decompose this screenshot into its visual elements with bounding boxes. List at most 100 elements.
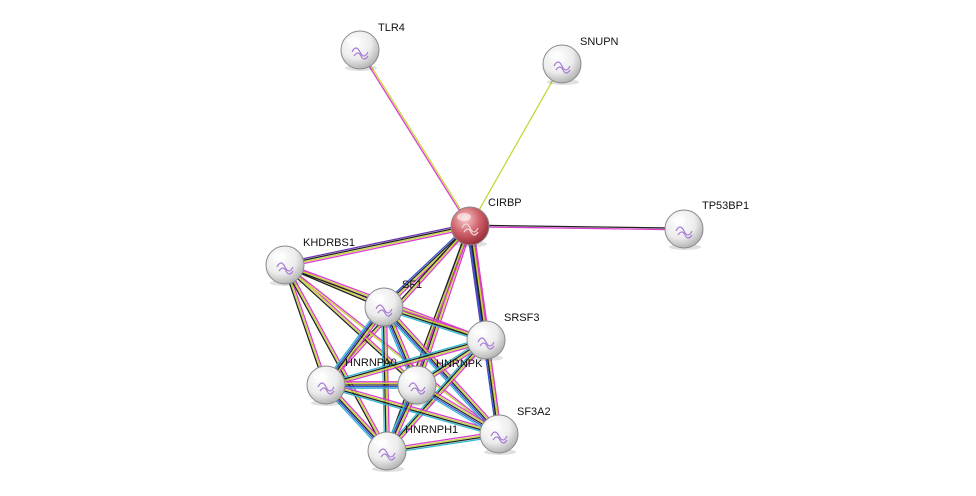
protein-structure-icon <box>375 304 393 317</box>
node-highlight <box>671 216 685 224</box>
edge-strand <box>385 306 391 451</box>
node-sphere <box>265 245 305 285</box>
node-highlight <box>404 372 418 380</box>
node-label-cirbp: CIRBP <box>488 197 522 209</box>
node-label-khdrbs1: KHDRBS1 <box>303 237 355 249</box>
edge-strand <box>283 265 387 453</box>
edge-strand <box>285 227 471 268</box>
node-highlight <box>347 37 361 45</box>
node-sphere <box>466 320 506 360</box>
edge-strand <box>384 306 389 451</box>
node-cirbp[interactable]: CIRBP <box>450 197 522 247</box>
node-label-hnrnpk: HNRNPK <box>436 358 483 370</box>
edge-strand <box>285 226 471 267</box>
edge-strand <box>325 338 486 385</box>
protein-structure-icon <box>378 448 396 461</box>
node-sf1[interactable]: SF1 <box>364 279 422 328</box>
edge-strand <box>284 223 470 264</box>
edge-strand <box>387 340 488 452</box>
node-sphere <box>450 206 490 246</box>
edge-layer <box>282 49 685 455</box>
protein-structure-icon <box>477 337 495 350</box>
edge-strand <box>326 382 500 433</box>
edge-strand <box>326 341 487 388</box>
node-sphere <box>367 431 407 471</box>
edge-strand <box>469 226 684 231</box>
protein-structure-icon <box>490 431 508 444</box>
edge-khdrbs1-hnrnph1[interactable] <box>283 263 389 453</box>
edge-strand <box>380 307 386 452</box>
node-hnrnpk[interactable]: HNRNPK <box>397 358 483 406</box>
edge-strand <box>326 383 500 434</box>
edge-strand <box>385 227 473 310</box>
edge-strand <box>325 385 499 436</box>
node-tlr4[interactable]: TLR4 <box>340 22 405 71</box>
node-label-snupn: SNUPN <box>580 36 619 48</box>
node-label-hnrnph1: HNRNPH1 <box>405 424 458 436</box>
protein-structure-icon <box>317 382 335 395</box>
edge-cirbp-khdrbs1[interactable] <box>284 223 471 268</box>
edge-cirbp-tlr4[interactable] <box>358 49 472 227</box>
node-sphere <box>364 287 404 327</box>
edge-strand <box>282 265 326 386</box>
node-khdrbs1[interactable]: KHDRBS1 <box>265 237 355 286</box>
edge-strand <box>384 225 470 451</box>
node-label-sf1: SF1 <box>402 279 422 291</box>
edge-strand <box>285 263 500 434</box>
edge-strand <box>326 340 487 387</box>
edge-khdrbs1-sf3a2[interactable] <box>284 263 500 436</box>
edge-strand <box>381 308 498 437</box>
node-label-sf3a2: SF3A2 <box>517 406 551 418</box>
edge-strand <box>285 263 389 451</box>
protein-structure-icon <box>408 382 426 395</box>
node-label-hnrnpa0: HNRNPA0 <box>345 357 397 369</box>
edge-strand <box>360 49 472 226</box>
node-label-tp53bp1: TP53BP1 <box>702 200 749 212</box>
edge-cirbp-sf1[interactable] <box>381 223 473 310</box>
edge-strand <box>284 224 470 265</box>
node-sf3a2[interactable]: SF3A2 <box>479 406 551 455</box>
node-sphere <box>340 30 380 70</box>
node-sphere <box>397 365 437 405</box>
edge-strand <box>381 223 469 306</box>
node-label-srsf3: SRSF3 <box>504 312 539 324</box>
edge-hnrnpa0-sf3a2[interactable] <box>325 382 500 437</box>
edge-strand <box>470 224 685 229</box>
edge-cirbp-tp53bp1[interactable] <box>469 224 685 231</box>
node-label-tlr4: TLR4 <box>378 22 405 34</box>
node-highlight <box>486 421 500 429</box>
node-highlight <box>457 213 471 221</box>
protein-structure-icon <box>675 226 693 239</box>
edge-strand <box>284 265 499 436</box>
protein-structure-icon <box>553 61 571 74</box>
node-hnrnpa0[interactable]: HNRNPA0 <box>306 357 397 406</box>
edge-strand <box>325 386 499 437</box>
node-hnrnph1[interactable]: HNRNPH1 <box>367 424 458 472</box>
node-sphere <box>664 209 704 249</box>
protein-structure-icon <box>461 223 479 236</box>
edge-sf1-hnrnph1[interactable] <box>380 306 391 452</box>
node-highlight <box>374 438 388 446</box>
protein-structure-icon <box>276 262 294 275</box>
edge-cirbp-snupn[interactable] <box>469 63 563 227</box>
edge-strand <box>382 307 499 436</box>
edge-strand <box>284 264 388 452</box>
edge-strand <box>325 337 486 384</box>
edge-strand <box>383 224 470 307</box>
edge-srsf3-hnrnpa0[interactable] <box>325 337 487 388</box>
edge-strand <box>384 226 471 309</box>
node-sphere <box>479 414 519 454</box>
node-sphere <box>542 44 582 84</box>
node-highlight <box>313 372 327 380</box>
node-highlight <box>549 51 563 59</box>
node-sphere <box>306 365 346 405</box>
edge-strand <box>382 307 387 452</box>
node-highlight <box>371 294 385 302</box>
node-tp53bp1[interactable]: TP53BP1 <box>664 200 749 250</box>
node-snupn[interactable]: SNUPN <box>542 36 619 85</box>
node-highlight <box>473 327 487 335</box>
node-srsf3[interactable]: SRSF3 <box>466 312 539 361</box>
edge-strand <box>284 264 327 386</box>
